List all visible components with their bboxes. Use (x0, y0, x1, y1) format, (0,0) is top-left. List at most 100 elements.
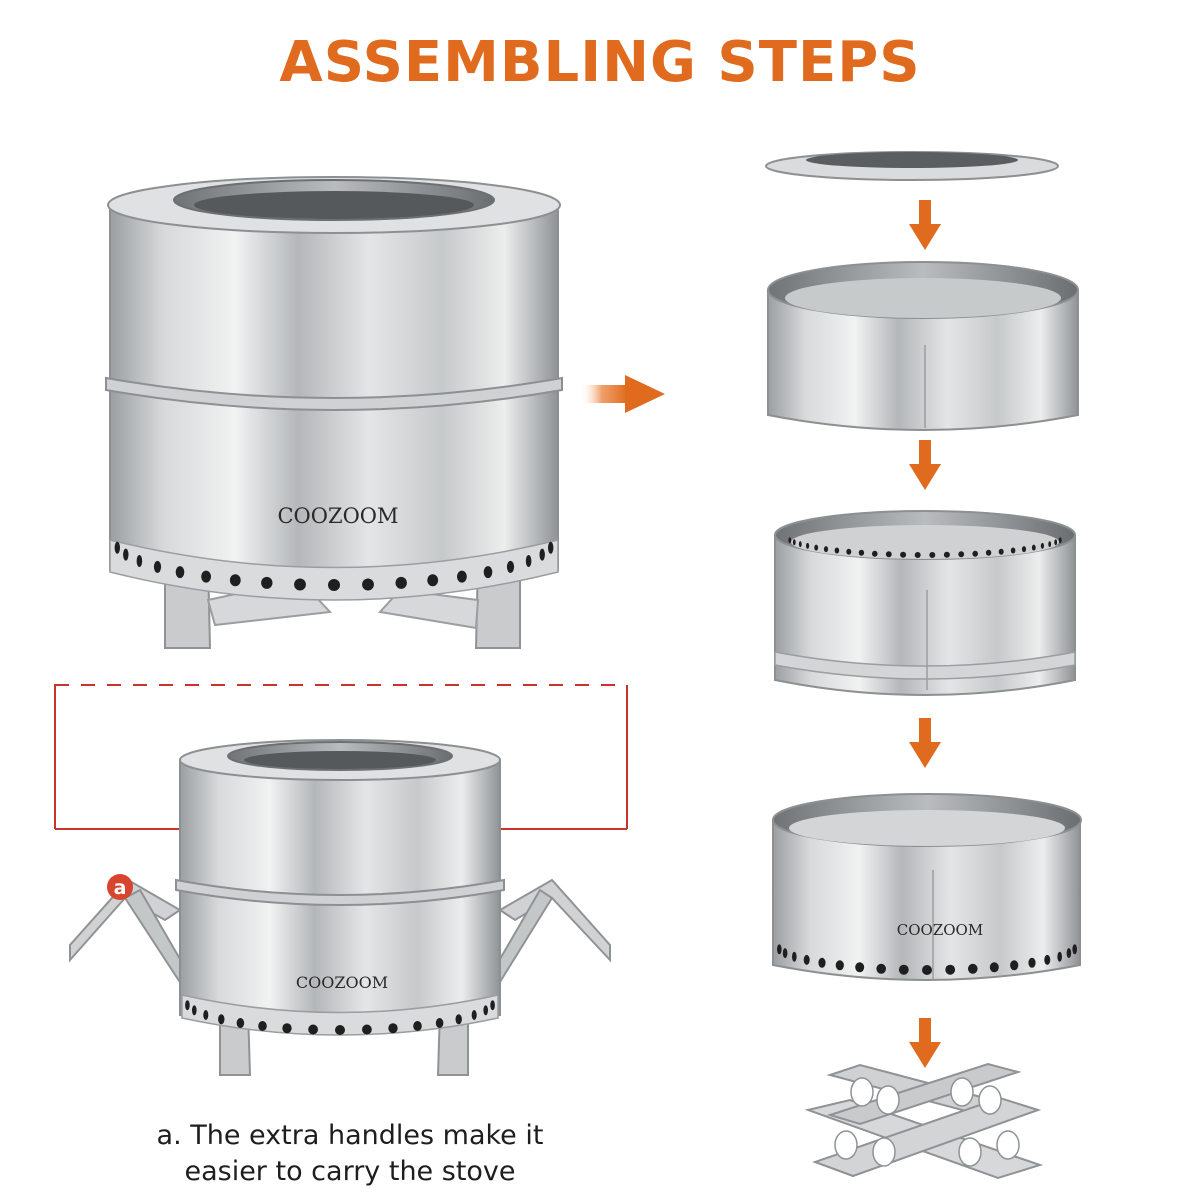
marker-a-icon: a (107, 874, 133, 900)
vent-hole (261, 576, 273, 589)
vent-hole (989, 962, 999, 973)
vent-hole (823, 546, 829, 553)
vent-hole (929, 552, 936, 558)
vent-hole (201, 570, 212, 583)
vent-hole (945, 964, 956, 975)
vent-hole (806, 542, 810, 549)
vent-hole (1040, 542, 1044, 549)
vent-hole (1028, 957, 1036, 968)
vent-hole (998, 548, 1004, 555)
vent-hole (846, 548, 852, 555)
part-x-stand (804, 1062, 1044, 1180)
brand-label: COOZOOM (277, 504, 398, 528)
vent-hole (958, 551, 965, 558)
vent-hole (798, 541, 802, 548)
vent-hole (855, 962, 865, 973)
vent-hole (282, 1023, 292, 1034)
vent-hole (782, 948, 788, 959)
vent-hole (258, 1021, 267, 1031)
page-title: ASSEMBLING STEPS (279, 30, 921, 95)
part-lid-ring (765, 151, 1059, 181)
vent-hole (539, 548, 545, 561)
vent-hole (457, 570, 467, 583)
vent-hole (1010, 547, 1016, 554)
vent-hole (203, 1010, 209, 1020)
vent-hole (818, 957, 826, 968)
vent-hole (395, 576, 407, 589)
arrow-down-icon (909, 718, 941, 768)
vent-hole (192, 1005, 197, 1016)
caption-line-1: a. The extra handles make it (156, 1120, 544, 1151)
part-inner-pot (767, 261, 1079, 431)
vent-hole (898, 964, 909, 975)
vent-hole (1054, 539, 1058, 546)
vent-hole (803, 954, 810, 965)
vent-hole (471, 1010, 477, 1020)
vent-hole (876, 963, 886, 974)
vent-hole (943, 551, 950, 558)
vent-hole (362, 578, 374, 591)
vent-hole (922, 965, 932, 975)
svg-text:a: a (114, 877, 127, 899)
vent-hole (335, 1025, 345, 1035)
part-outer-base (772, 793, 1082, 981)
vent-hole (308, 1024, 318, 1035)
vent-hole (229, 574, 241, 587)
vent-hole (1010, 960, 1019, 971)
vent-hole (548, 541, 554, 554)
vent-hole (885, 551, 892, 558)
vent-hole (972, 550, 978, 557)
vent-hole (483, 1005, 489, 1016)
vent-hole (175, 566, 185, 579)
vent-hole (777, 944, 782, 955)
vent-hole (792, 539, 796, 546)
vent-hole (914, 552, 921, 558)
vent-hole (985, 549, 992, 556)
vent-hole (294, 578, 306, 591)
caption-line-2: easier to carry the stove (184, 1156, 516, 1187)
vent-hole (435, 1018, 444, 1028)
vent-hole (834, 547, 840, 554)
vent-hole (218, 1014, 225, 1025)
vent-hole (1072, 944, 1077, 955)
vent-hole (1044, 954, 1051, 965)
vent-holes (114, 541, 554, 591)
vent-hole (835, 960, 844, 971)
vent-hole (136, 555, 143, 567)
brand-label-small: COOZOOM (296, 973, 388, 992)
vent-hole (362, 1024, 372, 1035)
arrow-down-icon (909, 440, 941, 490)
vent-hole (153, 560, 162, 573)
vent-hole (1021, 546, 1027, 553)
brand-label-base: COOZOOM (897, 921, 983, 939)
part-perforated-ring (774, 510, 1076, 696)
vent-hole (900, 551, 907, 558)
assembled-stove (105, 176, 563, 649)
vent-hole (858, 549, 865, 556)
caption: a. The extra handles make it easier to c… (80, 1118, 620, 1190)
arrow-down-icon (909, 1018, 941, 1068)
vent-hole (114, 541, 121, 554)
vent-hole (185, 1000, 190, 1011)
vent-hole (123, 548, 129, 561)
vent-hole (388, 1023, 398, 1034)
vent-hole (788, 537, 792, 544)
vent-hole (413, 1021, 422, 1031)
vent-hole (872, 550, 878, 557)
vent-hole (483, 566, 493, 579)
vent-hole (1066, 948, 1072, 959)
stove-with-handles (69, 739, 611, 1076)
vent-hole (1058, 537, 1062, 544)
vent-hole (328, 579, 340, 591)
vent-hole (792, 951, 797, 962)
vent-hole (1057, 951, 1062, 962)
vent-hole (968, 963, 978, 974)
vent-hole (506, 560, 515, 573)
vent-hole (455, 1014, 462, 1025)
vent-hole (1031, 544, 1036, 551)
arrow-right-icon (580, 375, 665, 413)
vent-hole (814, 544, 819, 551)
vent-hole (525, 555, 532, 567)
vent-hole (427, 574, 439, 587)
